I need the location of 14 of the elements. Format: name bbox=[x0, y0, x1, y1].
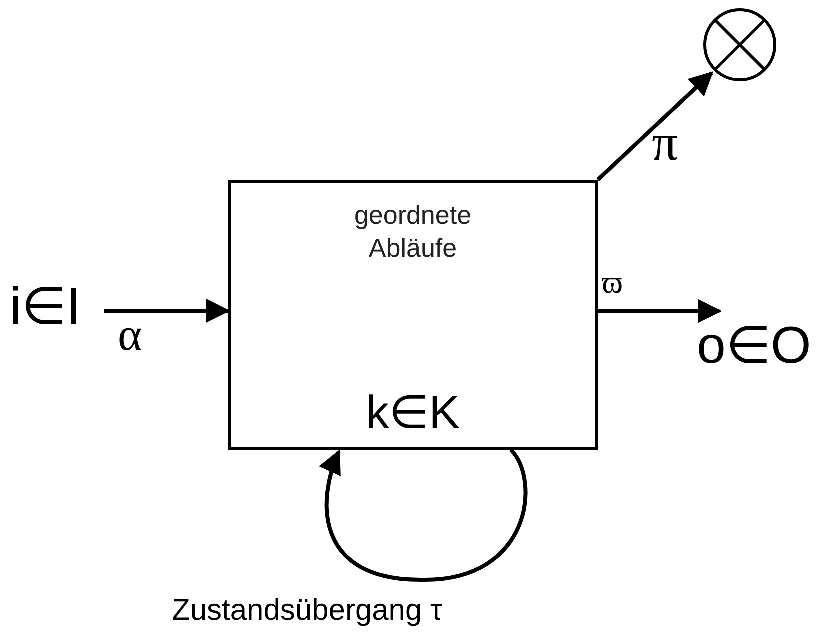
edge-label: Zustandsübergang τ bbox=[172, 596, 442, 626]
edge-label: α bbox=[118, 312, 142, 358]
set-label: i∈I bbox=[10, 278, 104, 336]
box-heading: geordnete Abläufe bbox=[353, 199, 473, 264]
edge-label: π bbox=[652, 118, 678, 170]
arrow bbox=[104, 298, 230, 323]
set-label: o∈O bbox=[697, 318, 823, 374]
arrow bbox=[598, 299, 722, 324]
state-set-label: k∈K bbox=[366, 389, 460, 435]
arrow bbox=[596, 71, 714, 182]
arrow bbox=[320, 448, 528, 582]
edge-label: ϖ bbox=[602, 266, 624, 298]
circle-cross-symbol bbox=[703, 8, 777, 82]
process-box bbox=[228, 180, 598, 450]
